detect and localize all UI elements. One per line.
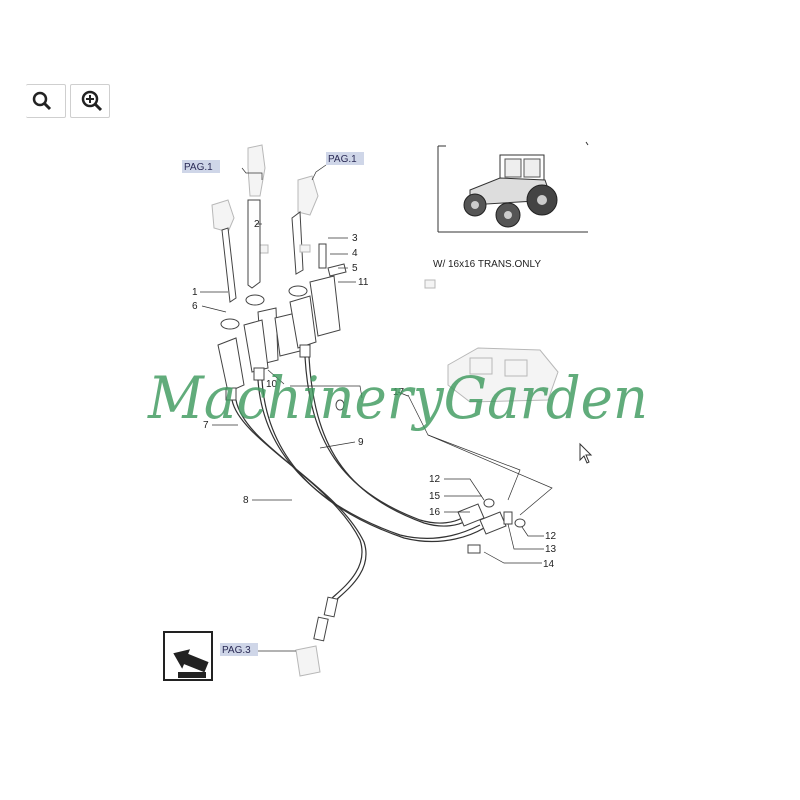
- transmission-housing-ghost: [447, 347, 559, 403]
- callout-14: 14: [543, 559, 555, 570]
- shift-cables: [231, 356, 485, 642]
- previous-page-arrow-icon: [173, 649, 209, 678]
- callout-3: 3: [352, 233, 358, 244]
- callout-12-bottom: 12: [545, 531, 557, 542]
- page-refs: PAG.1 PAG.1 PAG.3: [182, 152, 364, 656]
- callout-16: 16: [429, 507, 441, 518]
- zoom-in-icon: [81, 90, 103, 112]
- callout-9: 9: [358, 437, 364, 448]
- zoom-out-button[interactable]: [26, 84, 66, 118]
- page-ref-bottom[interactable]: PAG.3: [222, 645, 251, 656]
- lever-rods: [220, 199, 347, 330]
- callout-5: 5: [352, 263, 358, 274]
- zoom-in-button[interactable]: [70, 84, 110, 118]
- zoom-out-icon: [32, 91, 52, 111]
- callout-1: 1: [192, 287, 198, 298]
- callout-6: 6: [192, 301, 198, 312]
- callout-4: 4: [352, 248, 358, 259]
- callout-17: 17: [393, 387, 405, 398]
- watermark: MachineryGarden: [147, 364, 648, 432]
- callout-7: 7: [203, 420, 209, 431]
- callout-8: 8: [243, 495, 249, 506]
- callout-13: 13: [545, 544, 557, 555]
- callout-numbers: 2 3 4 5 11 1 6 10 17 7 9 8 12 15 16 12 1…: [192, 219, 557, 570]
- mouse-pointer-icon: [579, 442, 593, 464]
- callout-12-top: 12: [429, 474, 441, 485]
- inset-caption: W/ 16x16 TRANS.ONLY: [433, 259, 541, 270]
- inset-panel: W/ 16x16 TRANS.ONLY: [433, 141, 589, 270]
- callout-2: 2: [254, 219, 260, 230]
- cable-end-housings: [217, 295, 317, 401]
- callout-11: 11: [358, 277, 369, 288]
- tractor-icon: [463, 154, 558, 228]
- callout-10: 10: [266, 379, 278, 390]
- cable-end-fittings: [295, 498, 526, 677]
- callout-15: 15: [429, 491, 441, 502]
- assembly-lines: [407, 394, 553, 516]
- page-ref-top-left[interactable]: PAG.1: [184, 162, 213, 173]
- page-ref-top-right[interactable]: PAG.1: [328, 154, 357, 165]
- shift-knob-ghost: [211, 144, 436, 289]
- previous-page-nav[interactable]: [163, 631, 213, 681]
- leader-lines: [200, 164, 544, 652]
